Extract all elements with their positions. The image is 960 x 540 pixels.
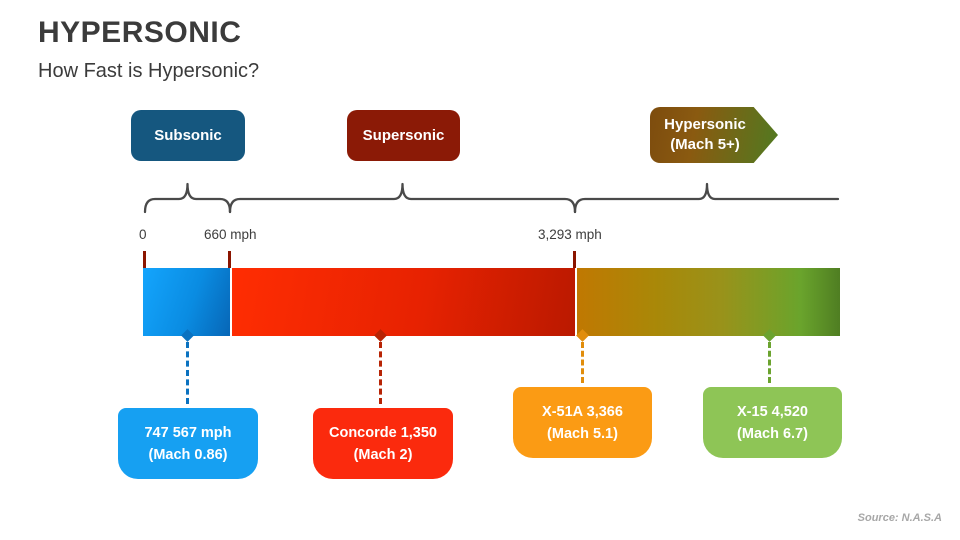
- axis-label-660mph: 660 mph: [204, 227, 257, 242]
- leader-line-747: [186, 342, 189, 404]
- brace-supersonic: [228, 182, 577, 214]
- label-hypersonic-line1: Hypersonic: [664, 116, 746, 133]
- callout-x15: X-15 4,520 (Mach 6.7): [703, 387, 842, 458]
- callout-x15-line1: X-15 4,520: [737, 403, 808, 420]
- callout-concorde: Concorde 1,350 (Mach 2): [313, 408, 453, 479]
- callout-x51a-line2: (Mach 5.1): [547, 425, 618, 442]
- speed-bar-subsonic-segment: [143, 268, 230, 336]
- label-arrow-hypersonic: Hypersonic (Mach 5+): [650, 107, 778, 163]
- bar-boundary-tick-3293: [573, 251, 576, 268]
- brace-hypersonic: [573, 182, 840, 214]
- callout-x51a-line1: X-51A 3,366: [542, 403, 623, 420]
- axis-label-3293mph: 3,293 mph: [538, 227, 602, 242]
- callout-747: 747 567 mph (Mach 0.86): [118, 408, 258, 479]
- label-box-subsonic: Subsonic: [131, 110, 245, 161]
- page-subtitle: How Fast is Hypersonic?: [38, 60, 260, 82]
- speed-bar-hypersonic-segment: [577, 268, 840, 336]
- label-supersonic-text: Supersonic: [362, 127, 445, 144]
- label-subsonic-text: Subsonic: [154, 127, 222, 144]
- callout-concorde-line1: Concorde 1,350: [329, 424, 437, 441]
- label-box-supersonic: Supersonic: [347, 110, 460, 161]
- speed-bar-supersonic-segment: [232, 268, 575, 336]
- callout-x51a: X-51A 3,366 (Mach 5.1): [513, 387, 652, 458]
- callout-747-line2: (Mach 0.86): [148, 446, 228, 463]
- leader-line-concorde: [379, 342, 382, 404]
- callout-747-line1: 747 567 mph: [144, 424, 232, 441]
- callout-x15-line2: (Mach 6.7): [737, 425, 808, 442]
- label-hypersonic-line2: (Mach 5+): [670, 136, 740, 153]
- page-title: HYPERSONIC: [38, 16, 242, 49]
- leader-line-x15: [768, 342, 771, 383]
- bar-boundary-tick-660: [228, 251, 231, 268]
- brace-subsonic: [143, 182, 232, 214]
- bar-boundary-tick-zero: [143, 251, 146, 268]
- callout-concorde-line2: (Mach 2): [353, 446, 413, 463]
- axis-label-zero: 0: [139, 227, 147, 242]
- source-attribution: Source: N.A.S.A: [857, 512, 942, 524]
- leader-line-x51a: [581, 342, 584, 383]
